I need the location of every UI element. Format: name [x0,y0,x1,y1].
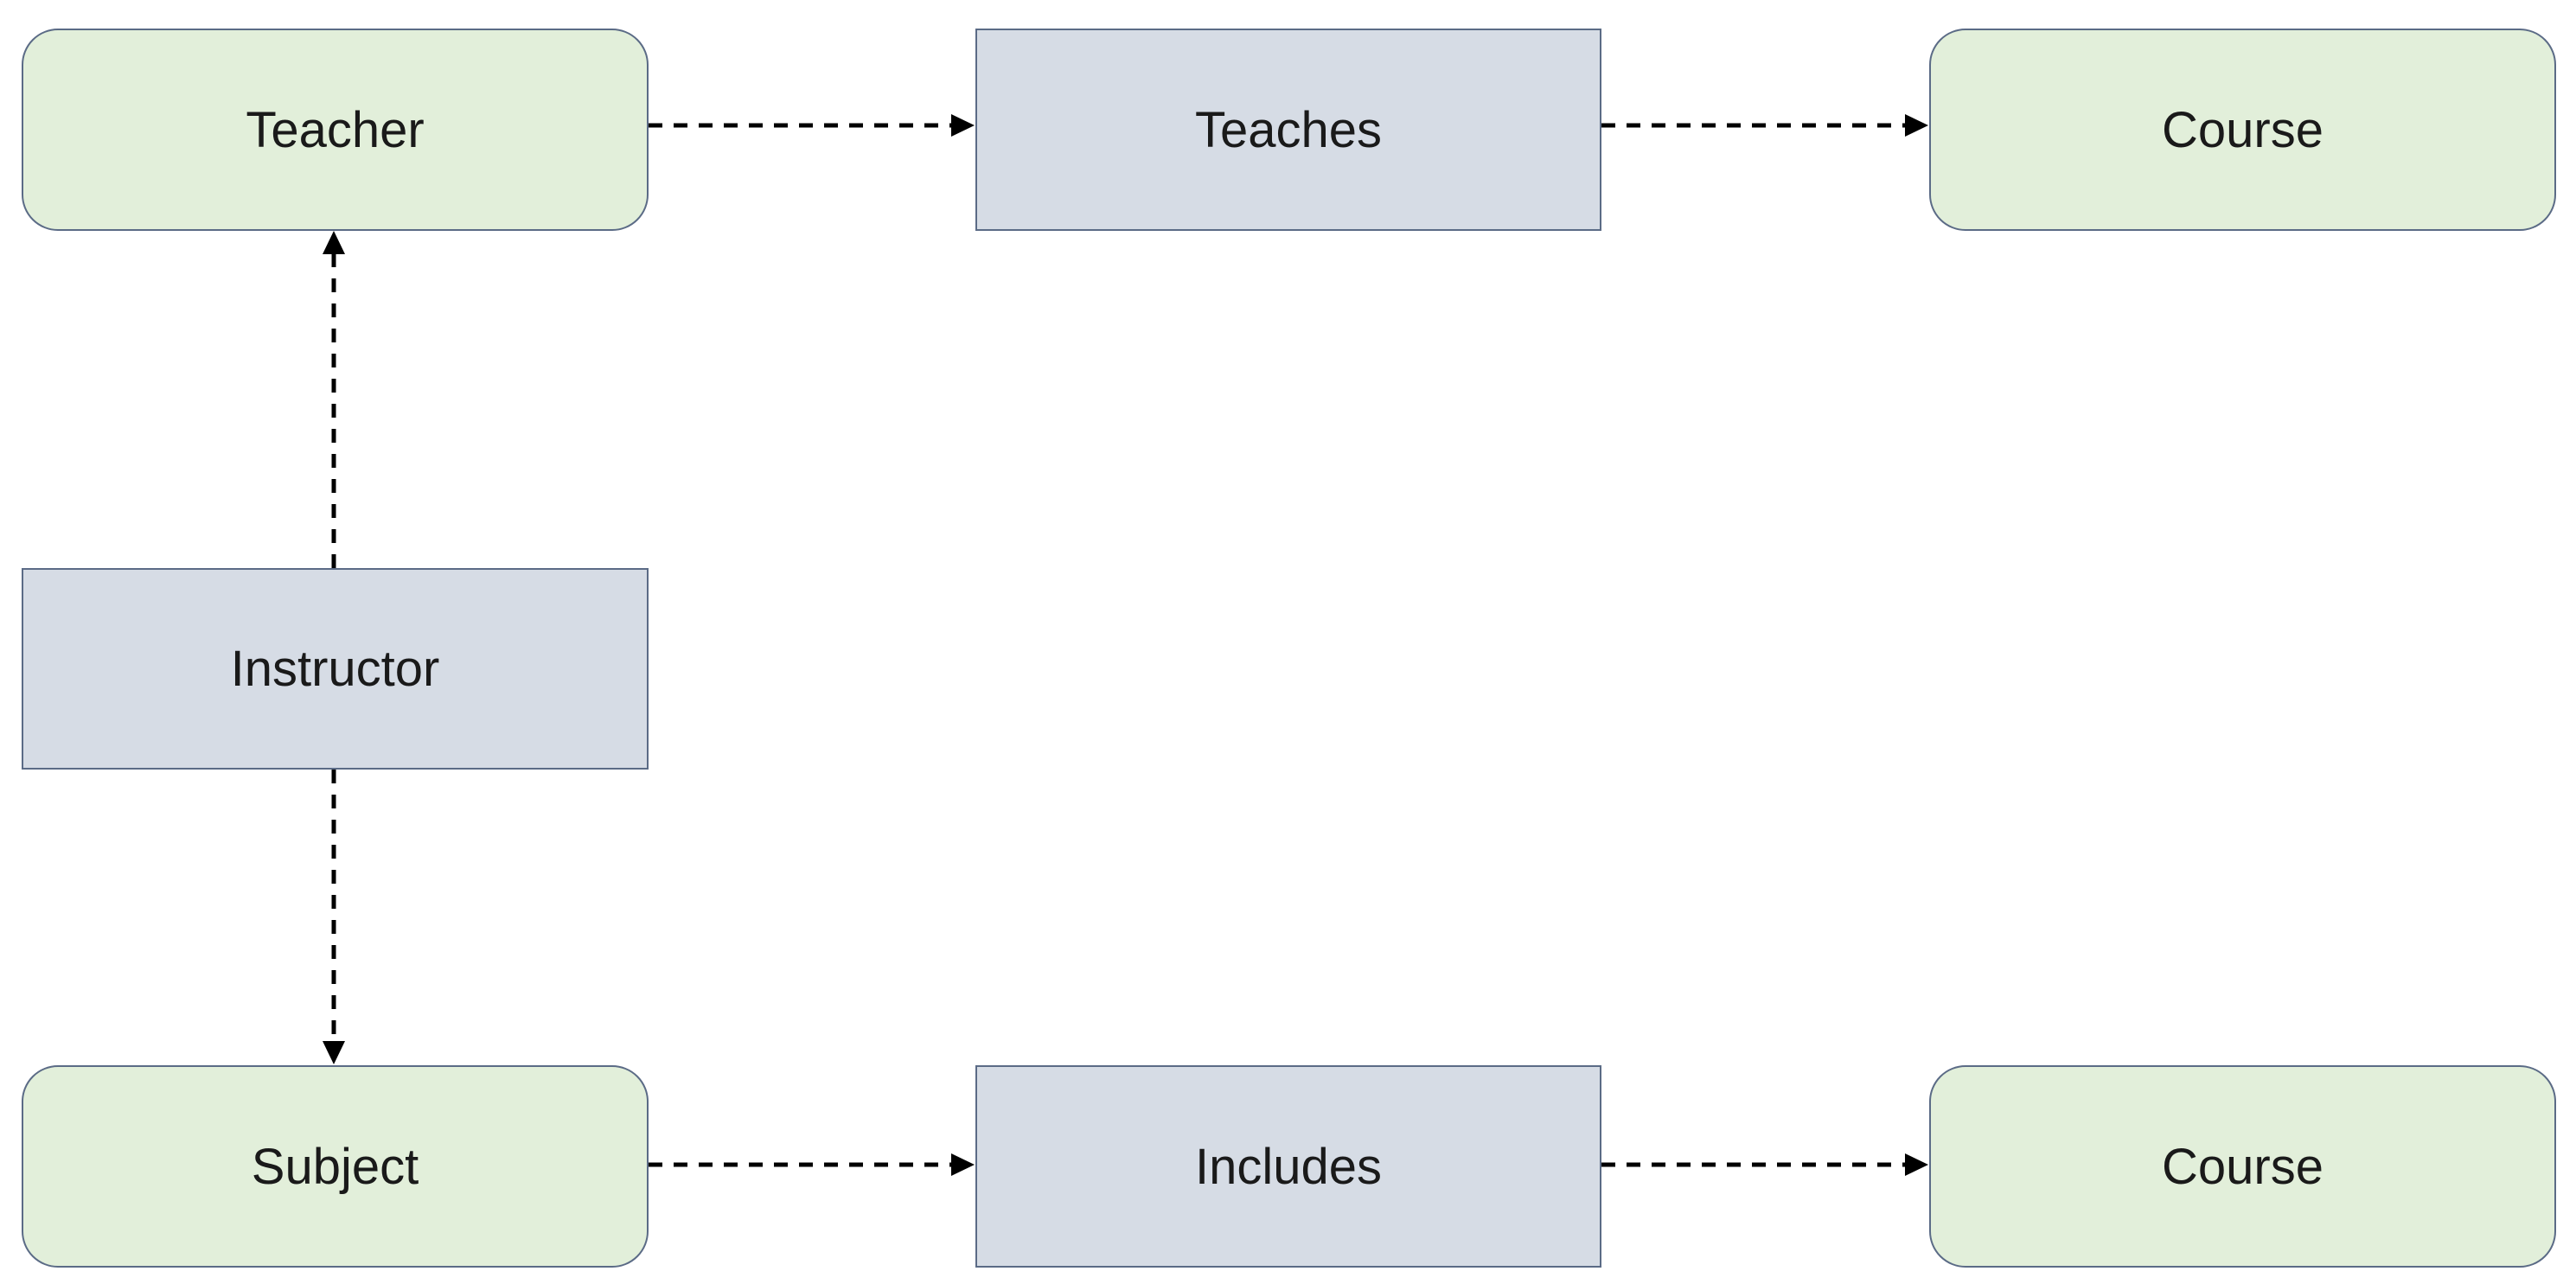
relation-teaches-label: Teaches [1194,101,1383,158]
relation-includes-label: Includes [1194,1138,1383,1195]
arrowhead-teaches [951,114,975,137]
relation-instructor-label: Instructor [230,641,440,697]
arrowhead-teacher [323,231,345,254]
relation-includes[interactable]: Includes [975,1065,1601,1268]
arrowhead-course-bottom [1905,1153,1928,1176]
entity-course-bottom[interactable]: Course [1929,1065,2556,1268]
entity-subject-label: Subject [251,1138,419,1195]
entity-subject[interactable]: Subject [22,1065,649,1268]
entity-teacher-label: Teacher [246,101,425,158]
arrowhead-includes [951,1153,975,1176]
relation-teaches[interactable]: Teaches [975,29,1601,231]
entity-course-top-label: Course [2162,101,2324,158]
relation-instructor[interactable]: Instructor [22,568,649,770]
entity-teacher[interactable]: Teacher [22,29,649,231]
entity-course-top[interactable]: Course [1929,29,2556,231]
arrowhead-course-top [1905,114,1928,137]
entity-course-bottom-label: Course [2162,1138,2324,1195]
arrowhead-subject [323,1041,345,1064]
